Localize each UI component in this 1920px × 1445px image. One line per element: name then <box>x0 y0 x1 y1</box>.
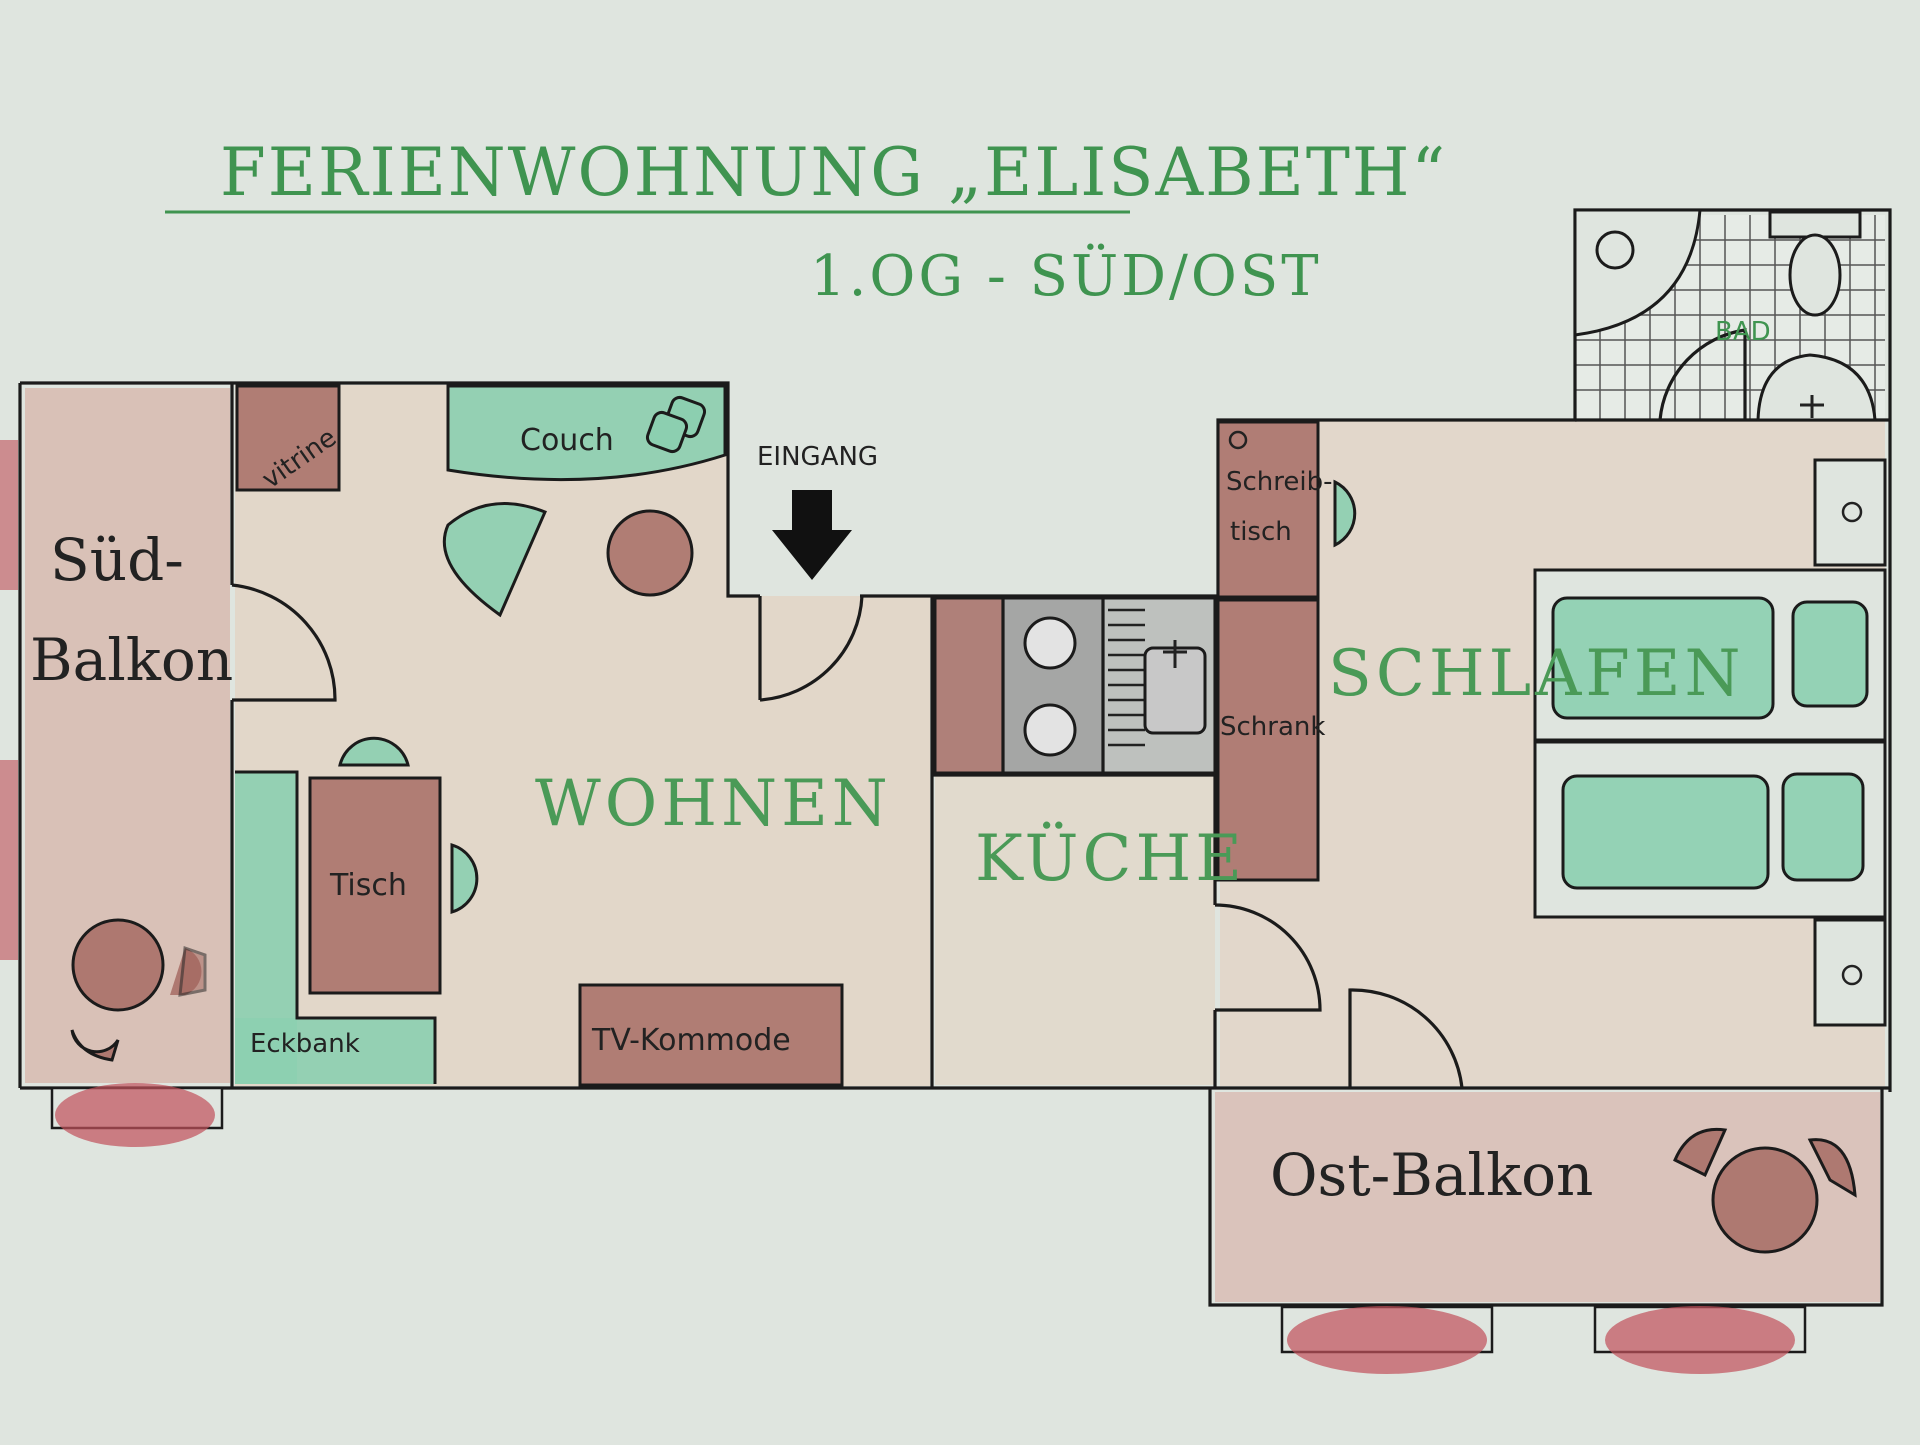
nightstands <box>1813 458 1887 1027</box>
eckbank-label: Eckbank <box>250 1029 360 1059</box>
eckbank: Eckbank <box>235 770 437 1084</box>
lamp-icon <box>1841 964 1863 986</box>
kitchen-counter <box>933 596 1217 775</box>
east-balcony-furniture <box>1673 1127 1857 1254</box>
room-wohnen-label: WOHNEN <box>535 767 892 841</box>
bath-sink-icon <box>1756 353 1877 422</box>
dining-table: Tisch <box>308 736 479 995</box>
plant-boxes <box>0 440 1807 1374</box>
bed-top <box>1533 568 1887 742</box>
header: FERIENWOHNUNG „ELISABETH“ 1.OG - SÜD/OST <box>165 134 1447 309</box>
stove-burner-icon <box>1023 703 1077 757</box>
side-table <box>608 511 692 595</box>
schrank: Schrank <box>1216 598 1325 882</box>
entrance-marker: EINGANG <box>757 442 878 580</box>
south-balcony-furniture <box>70 918 207 1062</box>
armchair <box>442 502 547 618</box>
room-kueche-label: KÜCHE <box>975 821 1246 896</box>
room-ost-balkon-label: Ost-Balkon <box>1270 1141 1593 1209</box>
couch: Couch <box>446 384 727 482</box>
schrank-label: Schrank <box>1220 712 1325 742</box>
room-schlafen-label: SCHLAFEN <box>1328 637 1744 711</box>
doors <box>231 328 1747 1089</box>
vitrine: vitrine <box>235 384 342 495</box>
plan-title: FERIENWOHNUNG „ELISABETH“ <box>220 134 1447 211</box>
room-labels: Süd- Balkon WOHNEN KÜCHE SCHLAFEN BAD Os… <box>30 317 1771 1209</box>
room-sued-balkon-label-1: Süd- <box>50 526 184 594</box>
tv-kommode-label: TV-Kommode <box>591 1023 791 1058</box>
schreibtisch: Schreib- tisch <box>1216 420 1357 599</box>
stove-burner-icon <box>1023 616 1077 670</box>
bed-bottom <box>1533 740 1887 919</box>
tv-kommode: TV-Kommode <box>578 983 844 1087</box>
schreibtisch-label-2: tisch <box>1230 517 1292 547</box>
entrance-arrow-icon <box>772 490 852 580</box>
room-sued-balkon-label-2: Balkon <box>30 626 233 694</box>
entrance-label: EINGANG <box>757 442 878 472</box>
plan-subtitle: 1.OG - SÜD/OST <box>810 243 1322 309</box>
toilet-icon <box>1768 210 1862 239</box>
lamp-icon <box>1841 501 1863 523</box>
tisch-label: Tisch <box>329 868 407 903</box>
couch-label: Couch <box>520 423 614 458</box>
bath-fixtures <box>1573 208 1877 422</box>
schreibtisch-label-1: Schreib- <box>1226 467 1333 497</box>
floor-fills <box>25 215 1885 1302</box>
room-bad-label: BAD <box>1715 317 1771 347</box>
